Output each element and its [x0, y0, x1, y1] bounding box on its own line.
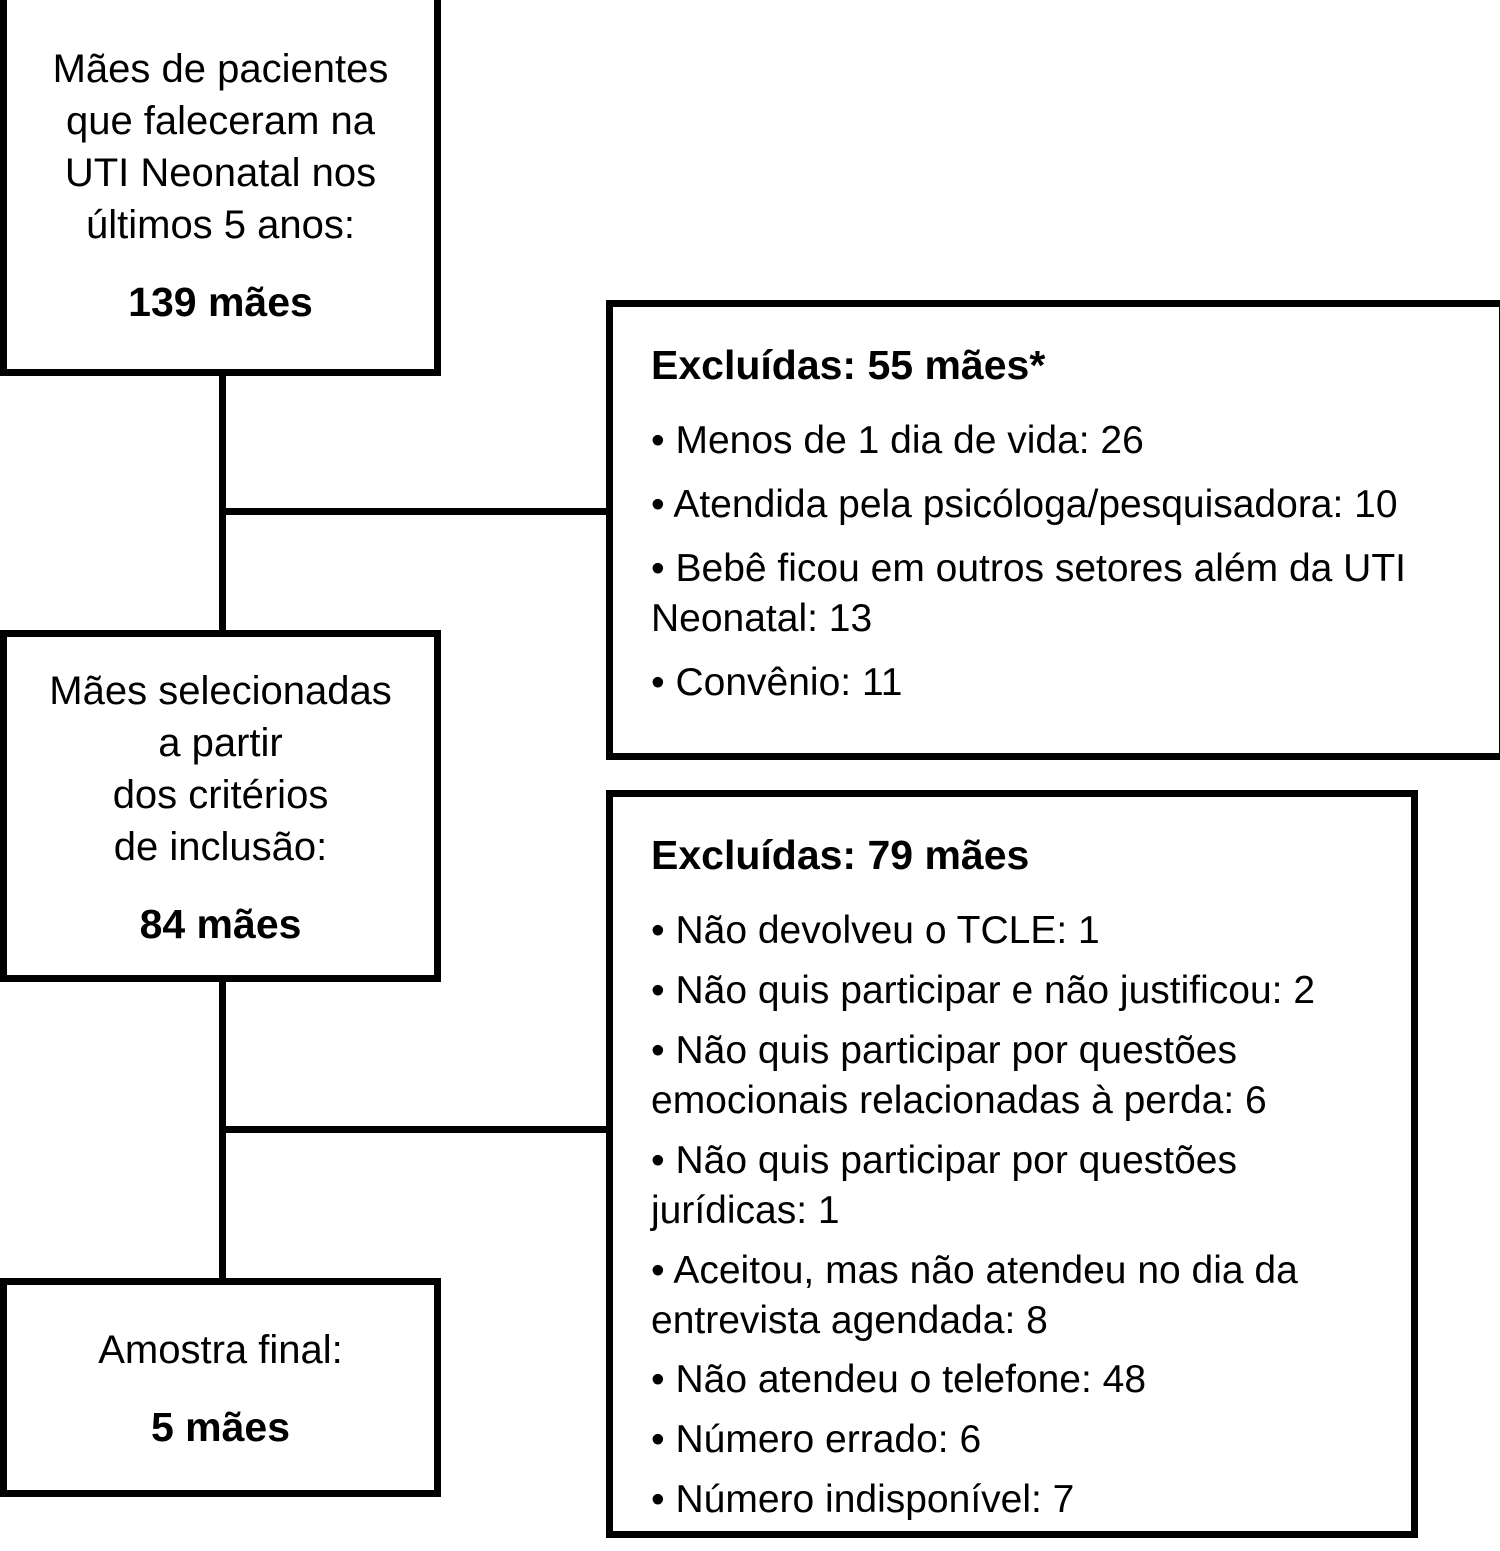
- node-selected-line-0: Mães selecionadas: [49, 668, 392, 713]
- exclusion-79-item-4: • Aceitou, mas não atendeu no dia da ent…: [651, 1248, 1298, 1342]
- exclusion-79-item-2: • Não quis participar por questões emoci…: [651, 1029, 1267, 1122]
- node-selected-line-2: dos critérios: [112, 772, 329, 817]
- node-box-total: Mães de pacientes que faleceram na UTI N…: [0, 0, 441, 376]
- node-box-final: Amostra final: 5 mães: [0, 1278, 441, 1497]
- exclusion-79-item-3: • Não quis participar por questões juríd…: [651, 1138, 1237, 1232]
- exclusion-55-title: Excluídas: 55 mães*: [651, 342, 1046, 388]
- exclusion-79-item-0: • Não devolveu o TCLE: 1: [651, 909, 1100, 953]
- exclusion-79-item-5: • Não atendeu o telefone: 48: [651, 1358, 1147, 1402]
- connector-branch-excluded-79: [219, 1126, 611, 1133]
- connector-trunk-upper: [219, 371, 226, 633]
- exclusion-79-item-1: • Não quis participar e não justificou: …: [651, 969, 1316, 1013]
- exclusion-79-item-6: • Número errado: 6: [651, 1418, 982, 1462]
- connector-branch-excluded-55: [219, 508, 611, 515]
- exclusion-box-79: Excluídas: 79 mães • Não devolveu o TCLE…: [606, 790, 1418, 1538]
- node-total-line-1: que faleceram na: [65, 99, 376, 143]
- node-total-line-2: UTI Neonatal nos: [64, 151, 377, 195]
- exclusion-box-55: Excluídas: 55 mães* • Menos de 1 dia de …: [606, 300, 1500, 760]
- node-selected-line-3: de inclusão:: [113, 824, 328, 869]
- node-total-line-0: Mães de pacientes: [52, 47, 389, 91]
- exclusion-55-item-3: • Convênio: 11: [651, 660, 903, 704]
- exclusion-79-title: Excluídas: 79 mães: [651, 832, 1030, 878]
- exclusion-55-item-2: • Bebê ficou em outros setores além da U…: [651, 547, 1406, 640]
- exclusion-55-item-1: • Atendida pela psicóloga/pesquisadora: …: [651, 483, 1398, 527]
- node-box-selected: Mães selecionadas a partir dos critérios…: [0, 630, 441, 982]
- node-selected-line-1: a partir: [158, 720, 283, 765]
- exclusion-55-item-0: • Menos de 1 dia de vida: 26: [651, 419, 1144, 463]
- node-selected-count: 84 mães: [139, 900, 302, 947]
- node-final-count: 5 mães: [150, 1404, 291, 1450]
- exclusion-55-list: • Menos de 1 dia de vida: 26 • Atendida …: [651, 416, 1477, 708]
- exclusion-79-item-7: • Número indisponível: 7: [651, 1478, 1075, 1522]
- exclusion-79-list: • Não devolveu o TCLE: 1 • Não quis part…: [651, 906, 1389, 1525]
- node-total-count: 139 mães: [128, 279, 313, 325]
- node-total-line-3: últimos 5 anos:: [85, 203, 356, 247]
- node-final-line-0: Amostra final:: [98, 1328, 343, 1372]
